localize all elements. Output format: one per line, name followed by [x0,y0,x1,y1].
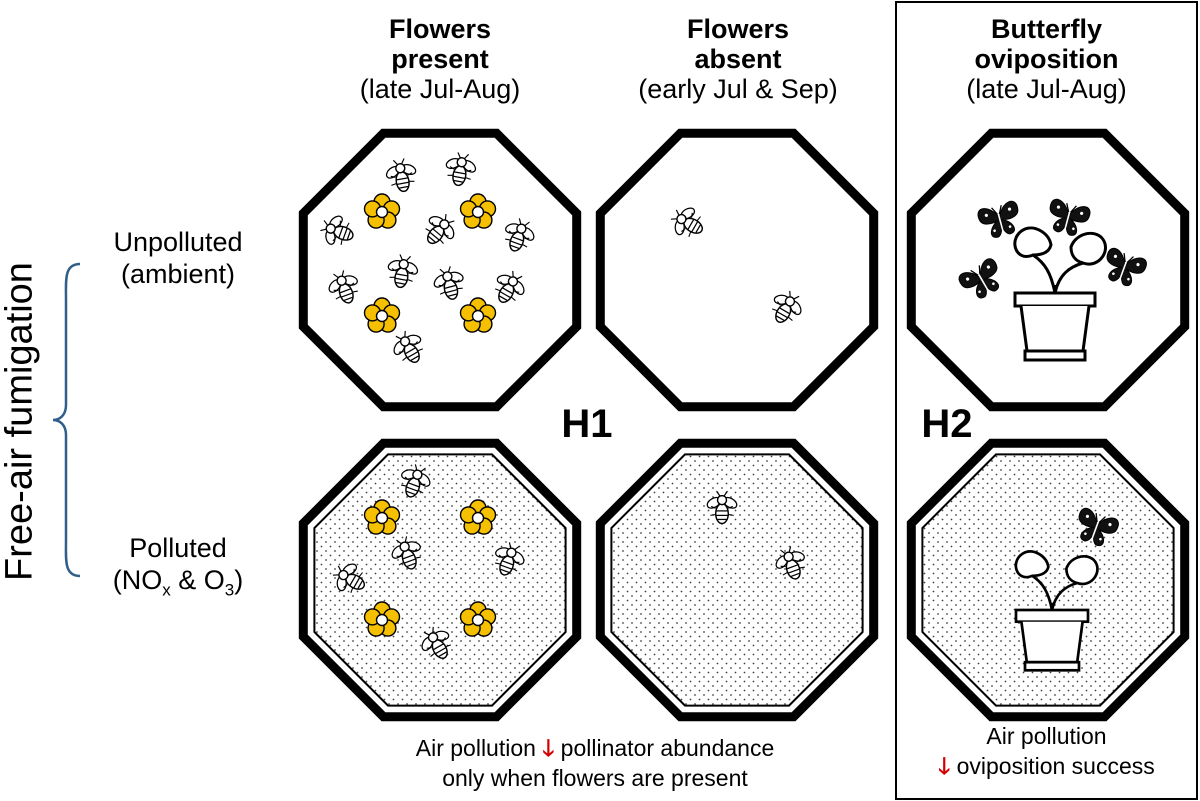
column-title-line2: oviposition [974,44,1119,75]
h1-note: Air pollution 🡓 pollinator abundance onl… [300,734,890,794]
row-label-line2: (ambient) [120,259,236,290]
polluted-mid: & O [170,565,225,596]
column-header-flowers-present: Flowers present (late Jul-Aug) [290,14,590,105]
polluted-sub-3: 3 [224,580,235,600]
h2-note-post: oviposition success [950,752,1155,779]
column-period: (late Jul-Aug) [966,74,1127,105]
axis-label-fumigation: Free-air fumigation [0,262,41,581]
column-period: (late Jul-Aug) [359,74,521,105]
h2-note-line2: 🡓 oviposition success [896,752,1197,782]
h1-note-line1: Air pollution 🡓 pollinator abundance [300,734,890,764]
polluted-sub-x: x [162,580,171,600]
column-title-line1: Flowers [388,14,492,44]
row-label-polluted: Polluted (NOx & O3) [78,532,278,601]
row-label-line1: Unpolluted [113,227,243,257]
butterfly-panel-frame [895,1,1198,800]
polluted-post: ) [234,565,244,596]
h1-note-post: pollinator abundance [554,735,775,761]
chamber-flowers-absent-unpolluted [595,128,879,412]
hypothesis-h1: H1 [561,402,613,446]
column-header-flowers-absent: Flowers absent (early Jul & Sep) [588,14,888,105]
hypothesis-h2: H2 [921,402,973,446]
down-arrow-icon: 🡓 [542,735,555,761]
row-bracket [52,262,81,578]
row-label-unpolluted: Unpolluted (ambient) [78,226,278,291]
row-label-line1: Polluted [129,533,227,563]
down-arrow-icon: 🡓 [938,752,951,779]
chamber-butterfly-polluted [906,438,1190,722]
column-title-line1: Flowers [686,14,790,44]
column-title-line1: Butterfly [990,14,1102,44]
column-header-butterfly-oviposition: Butterfly oviposition (late Jul-Aug) [896,14,1197,105]
column-title-line2: present [391,44,489,75]
h2-note-line1: Air pollution [986,723,1107,749]
h1-note-line2: only when flowers are present [442,764,748,791]
h1-note-pre: Air pollution [415,735,543,761]
h2-note: Air pollution 🡓 oviposition success [896,722,1197,782]
row-label-line2: (NOx & O3) [78,564,278,601]
column-title-line2: absent [694,44,782,75]
column-period: (early Jul & Sep) [638,74,838,105]
polluted-pre: (NO [112,565,163,596]
chamber-flowers-absent-polluted [595,438,879,722]
